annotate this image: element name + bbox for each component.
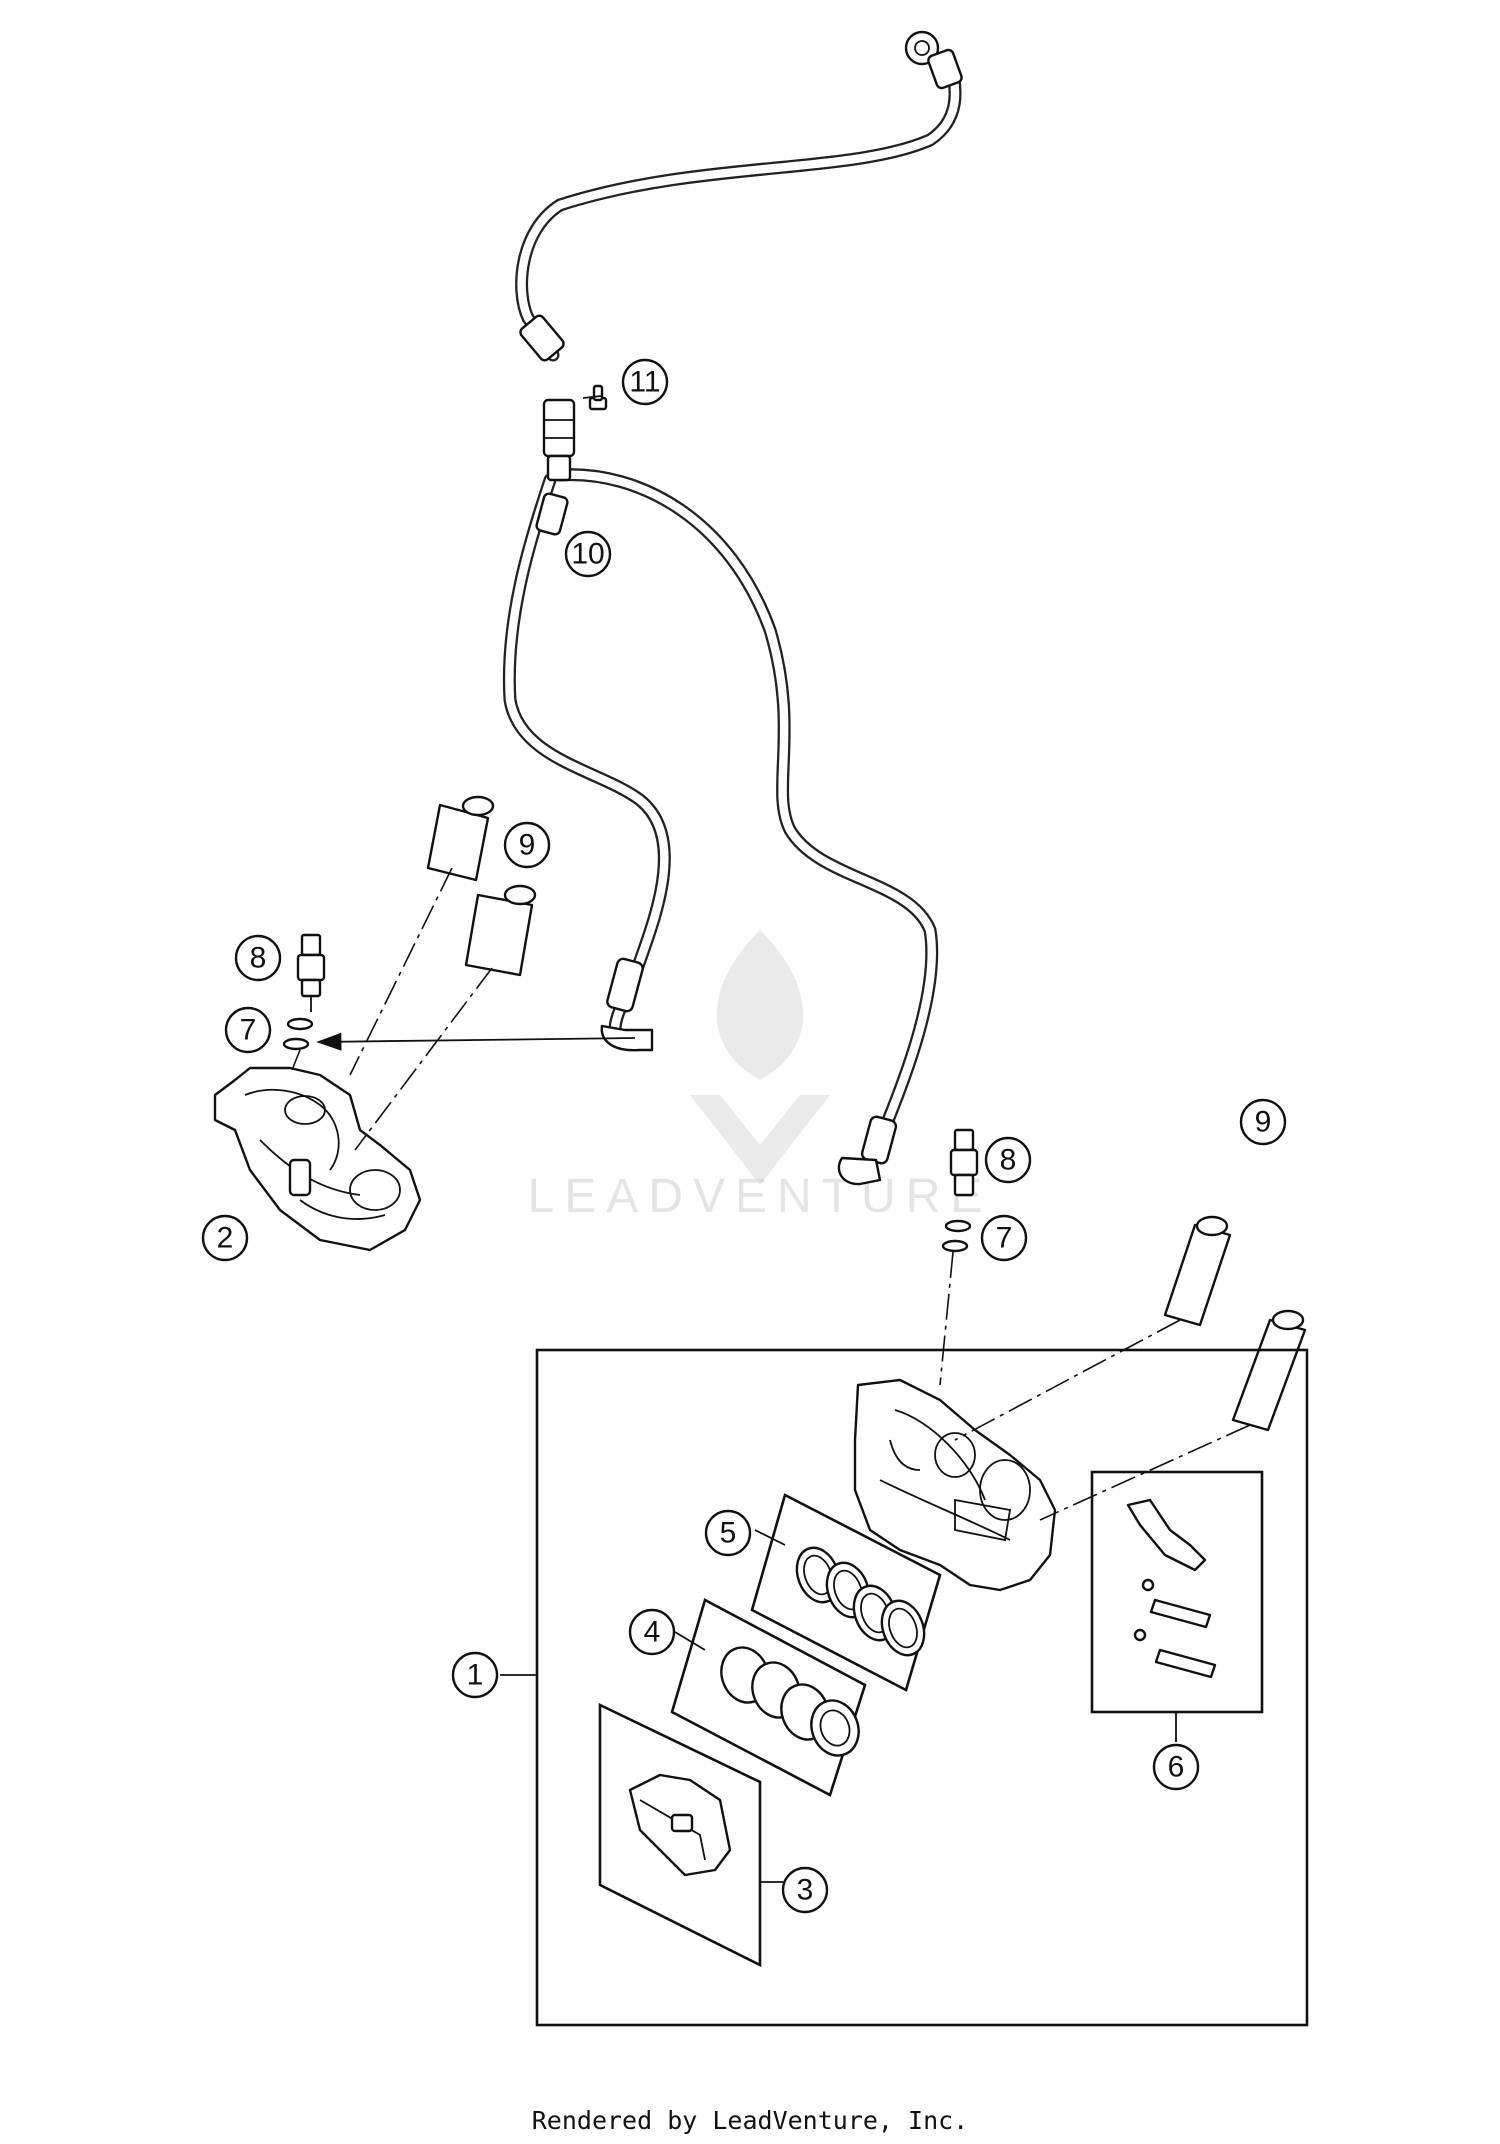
brake-pad-kit: [598, 1702, 762, 1968]
right-caliper-pins: [954, 1215, 1307, 1521]
callout-7-right[interactable]: 7: [980, 1214, 1028, 1262]
piston-seal-kit: [750, 1493, 942, 1692]
piston-kit: [670, 1598, 867, 1797]
callout-7-left[interactable]: 7: [224, 1006, 272, 1054]
callout-8-right-label: 8: [1000, 1144, 1017, 1177]
callout-5-label: 5: [720, 1517, 737, 1550]
callout-8-left[interactable]: 8: [234, 934, 282, 982]
footer-credit: Rendered by LeadVenture, Inc.: [531, 2106, 969, 2135]
callout-10-label: 10: [571, 538, 604, 571]
callout-3[interactable]: 3: [781, 1866, 829, 1914]
callout-2-label: 2: [217, 1222, 234, 1255]
callout-6-label: 6: [1168, 1751, 1185, 1784]
callout-8-left-label: 8: [250, 942, 267, 975]
watermark-flame-icon: [716, 930, 804, 1080]
callout-7-right-label: 7: [996, 1222, 1013, 1255]
callout-11[interactable]: 11: [621, 358, 669, 406]
bleed-screw-11: [588, 384, 608, 411]
callout-6[interactable]: 6: [1152, 1743, 1200, 1791]
right-bleeder-and-washers: [939, 1128, 979, 1386]
watermark-text: LEADVENTURE: [528, 1170, 993, 1223]
left-caliper-pins: [349, 795, 537, 1151]
small-parts-kit: [1090, 1470, 1264, 1714]
callout-9-left[interactable]: 9: [503, 821, 551, 869]
callout-9-right[interactable]: 9: [1239, 1098, 1287, 1146]
callout-3-label: 3: [797, 1874, 814, 1907]
callout-8-right[interactable]: 8: [984, 1136, 1032, 1184]
callout-4-label: 4: [644, 1616, 661, 1649]
callout-11-label: 11: [629, 366, 660, 399]
watermark: LEADVENTURE: [528, 930, 993, 1223]
left-brake-caliper: [213, 1066, 422, 1252]
callout-2[interactable]: 2: [201, 1214, 249, 1262]
callout-9-right-label: 9: [1255, 1106, 1272, 1139]
callout-1-label: 1: [467, 1659, 484, 1692]
caliper-kit-frame: [535, 1348, 1309, 2027]
brake-hose-assembly: [502, 30, 963, 1186]
callout-7-left-label: 7: [240, 1014, 257, 1047]
callout-10[interactable]: 10: [564, 530, 612, 578]
callout-9-left-label: 9: [519, 829, 536, 862]
leader-lines: [500, 395, 1177, 1883]
callout-4[interactable]: 4: [628, 1608, 676, 1656]
right-brake-caliper: [853, 1378, 1057, 1592]
watermark-v-icon: [690, 1095, 830, 1185]
left-bleeder-and-washers: [282, 933, 636, 1071]
callout-1[interactable]: 1: [451, 1651, 499, 1699]
callout-5[interactable]: 5: [704, 1509, 752, 1557]
